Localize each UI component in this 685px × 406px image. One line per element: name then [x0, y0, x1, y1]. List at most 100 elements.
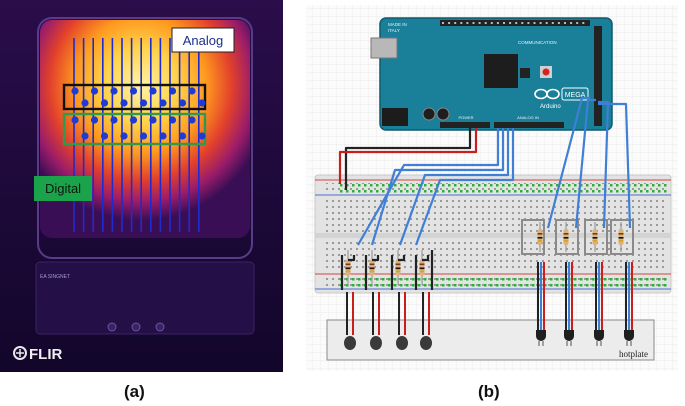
connected-hole [430, 184, 433, 187]
flir-logo: FLIR [13, 346, 62, 363]
connected-hole [484, 284, 487, 287]
connected-hole [454, 184, 457, 187]
connected-hole [616, 284, 619, 287]
resistor-highlight-box [610, 219, 634, 255]
connected-hole [508, 284, 511, 287]
connected-hole [646, 284, 649, 287]
connected-hole [652, 278, 655, 281]
connected-hole [502, 184, 505, 187]
connected-hole [496, 184, 499, 187]
connected-hole [490, 190, 493, 193]
connected-hole [358, 190, 361, 193]
header-pin [582, 22, 585, 24]
connected-hole [532, 184, 535, 187]
header-pin [551, 22, 554, 24]
analog-label: Analog [183, 33, 223, 48]
connected-hole [562, 284, 565, 287]
breadboard-jumper [372, 255, 380, 262]
connected-hole [418, 184, 421, 187]
digital-label-box [34, 176, 92, 201]
connected-hole [634, 284, 637, 287]
connected-hole [514, 278, 517, 281]
connected-hole [538, 284, 541, 287]
connected-hole [436, 284, 439, 287]
thermistor-sensor [396, 336, 408, 350]
header-pin [564, 22, 566, 24]
connected-hole [430, 190, 433, 193]
analog-resistor-band [345, 270, 351, 273]
header-pin [478, 22, 481, 24]
analog-resistor-band [419, 267, 425, 270]
connected-hole [472, 184, 475, 187]
hot-region [40, 20, 250, 238]
connected-hole [340, 184, 343, 187]
connected-hole [418, 278, 421, 281]
analog-header [494, 122, 564, 128]
analog-signal-wire [370, 128, 505, 246]
connected-hole [412, 184, 415, 187]
header-pin [484, 22, 487, 24]
connected-hole [664, 284, 667, 287]
connected-hole [496, 284, 499, 287]
connected-hole [478, 278, 481, 281]
connected-hole [370, 184, 373, 187]
breadboard-jumper [422, 255, 430, 262]
analog-probe-tip [159, 99, 167, 107]
digital-resistor-band [592, 237, 598, 239]
digital-probe-tip [100, 132, 109, 140]
analog-resistor-band [395, 263, 401, 266]
header-pin [466, 22, 469, 24]
connected-hole [496, 190, 499, 193]
digital-probe-tip [168, 116, 177, 124]
connected-hole [448, 184, 451, 187]
power-text: POWER [458, 115, 473, 120]
ds18b20-sensor [564, 330, 574, 341]
made-in-text: MADE IN [388, 22, 407, 27]
header-pin [557, 22, 560, 24]
connected-hole [544, 278, 547, 281]
connected-hole [424, 284, 427, 287]
usb-port [370, 37, 398, 59]
connected-hole [592, 284, 595, 287]
digital-probe-tip [149, 116, 157, 124]
digital-probe-tip [139, 132, 148, 140]
thermistor-sensor [344, 336, 356, 350]
connected-hole [454, 190, 457, 193]
temperature-sensors [344, 262, 634, 350]
connected-hole [400, 284, 403, 287]
analog-signal-wire [398, 128, 510, 246]
connected-hole [400, 190, 403, 193]
connected-hole [610, 184, 613, 187]
connected-hole [490, 278, 493, 281]
connected-hole [658, 284, 661, 287]
connected-hole [580, 284, 583, 287]
breadboard-jumper [398, 255, 406, 262]
connected-hole [514, 284, 517, 287]
connected-hole [376, 184, 379, 187]
analog-label-box [171, 27, 235, 53]
connected-hole [460, 278, 463, 281]
breadboard-center-channel [315, 233, 671, 238]
connected-hole [508, 278, 511, 281]
connected-hole [442, 184, 445, 187]
connected-hole [370, 190, 373, 193]
header-pin [521, 22, 524, 24]
digital-probe-tip [178, 132, 187, 140]
connected-hole [556, 278, 559, 281]
connected-hole [604, 278, 607, 281]
connected-hole [382, 190, 385, 193]
connected-hole [592, 184, 595, 187]
connected-hole [460, 284, 463, 287]
connected-hole [352, 278, 355, 281]
connected-hole [598, 190, 601, 193]
connected-hole [652, 190, 655, 193]
header-pin [533, 22, 536, 24]
connected-hole [460, 184, 463, 187]
connected-hole [502, 190, 505, 193]
connected-hole [574, 284, 577, 287]
analog-sensor-box [62, 83, 207, 111]
connected-hole [394, 190, 397, 193]
connected-hole [382, 278, 385, 281]
analog-resistor-band [369, 267, 375, 270]
digital-signal-wire [598, 102, 632, 229]
